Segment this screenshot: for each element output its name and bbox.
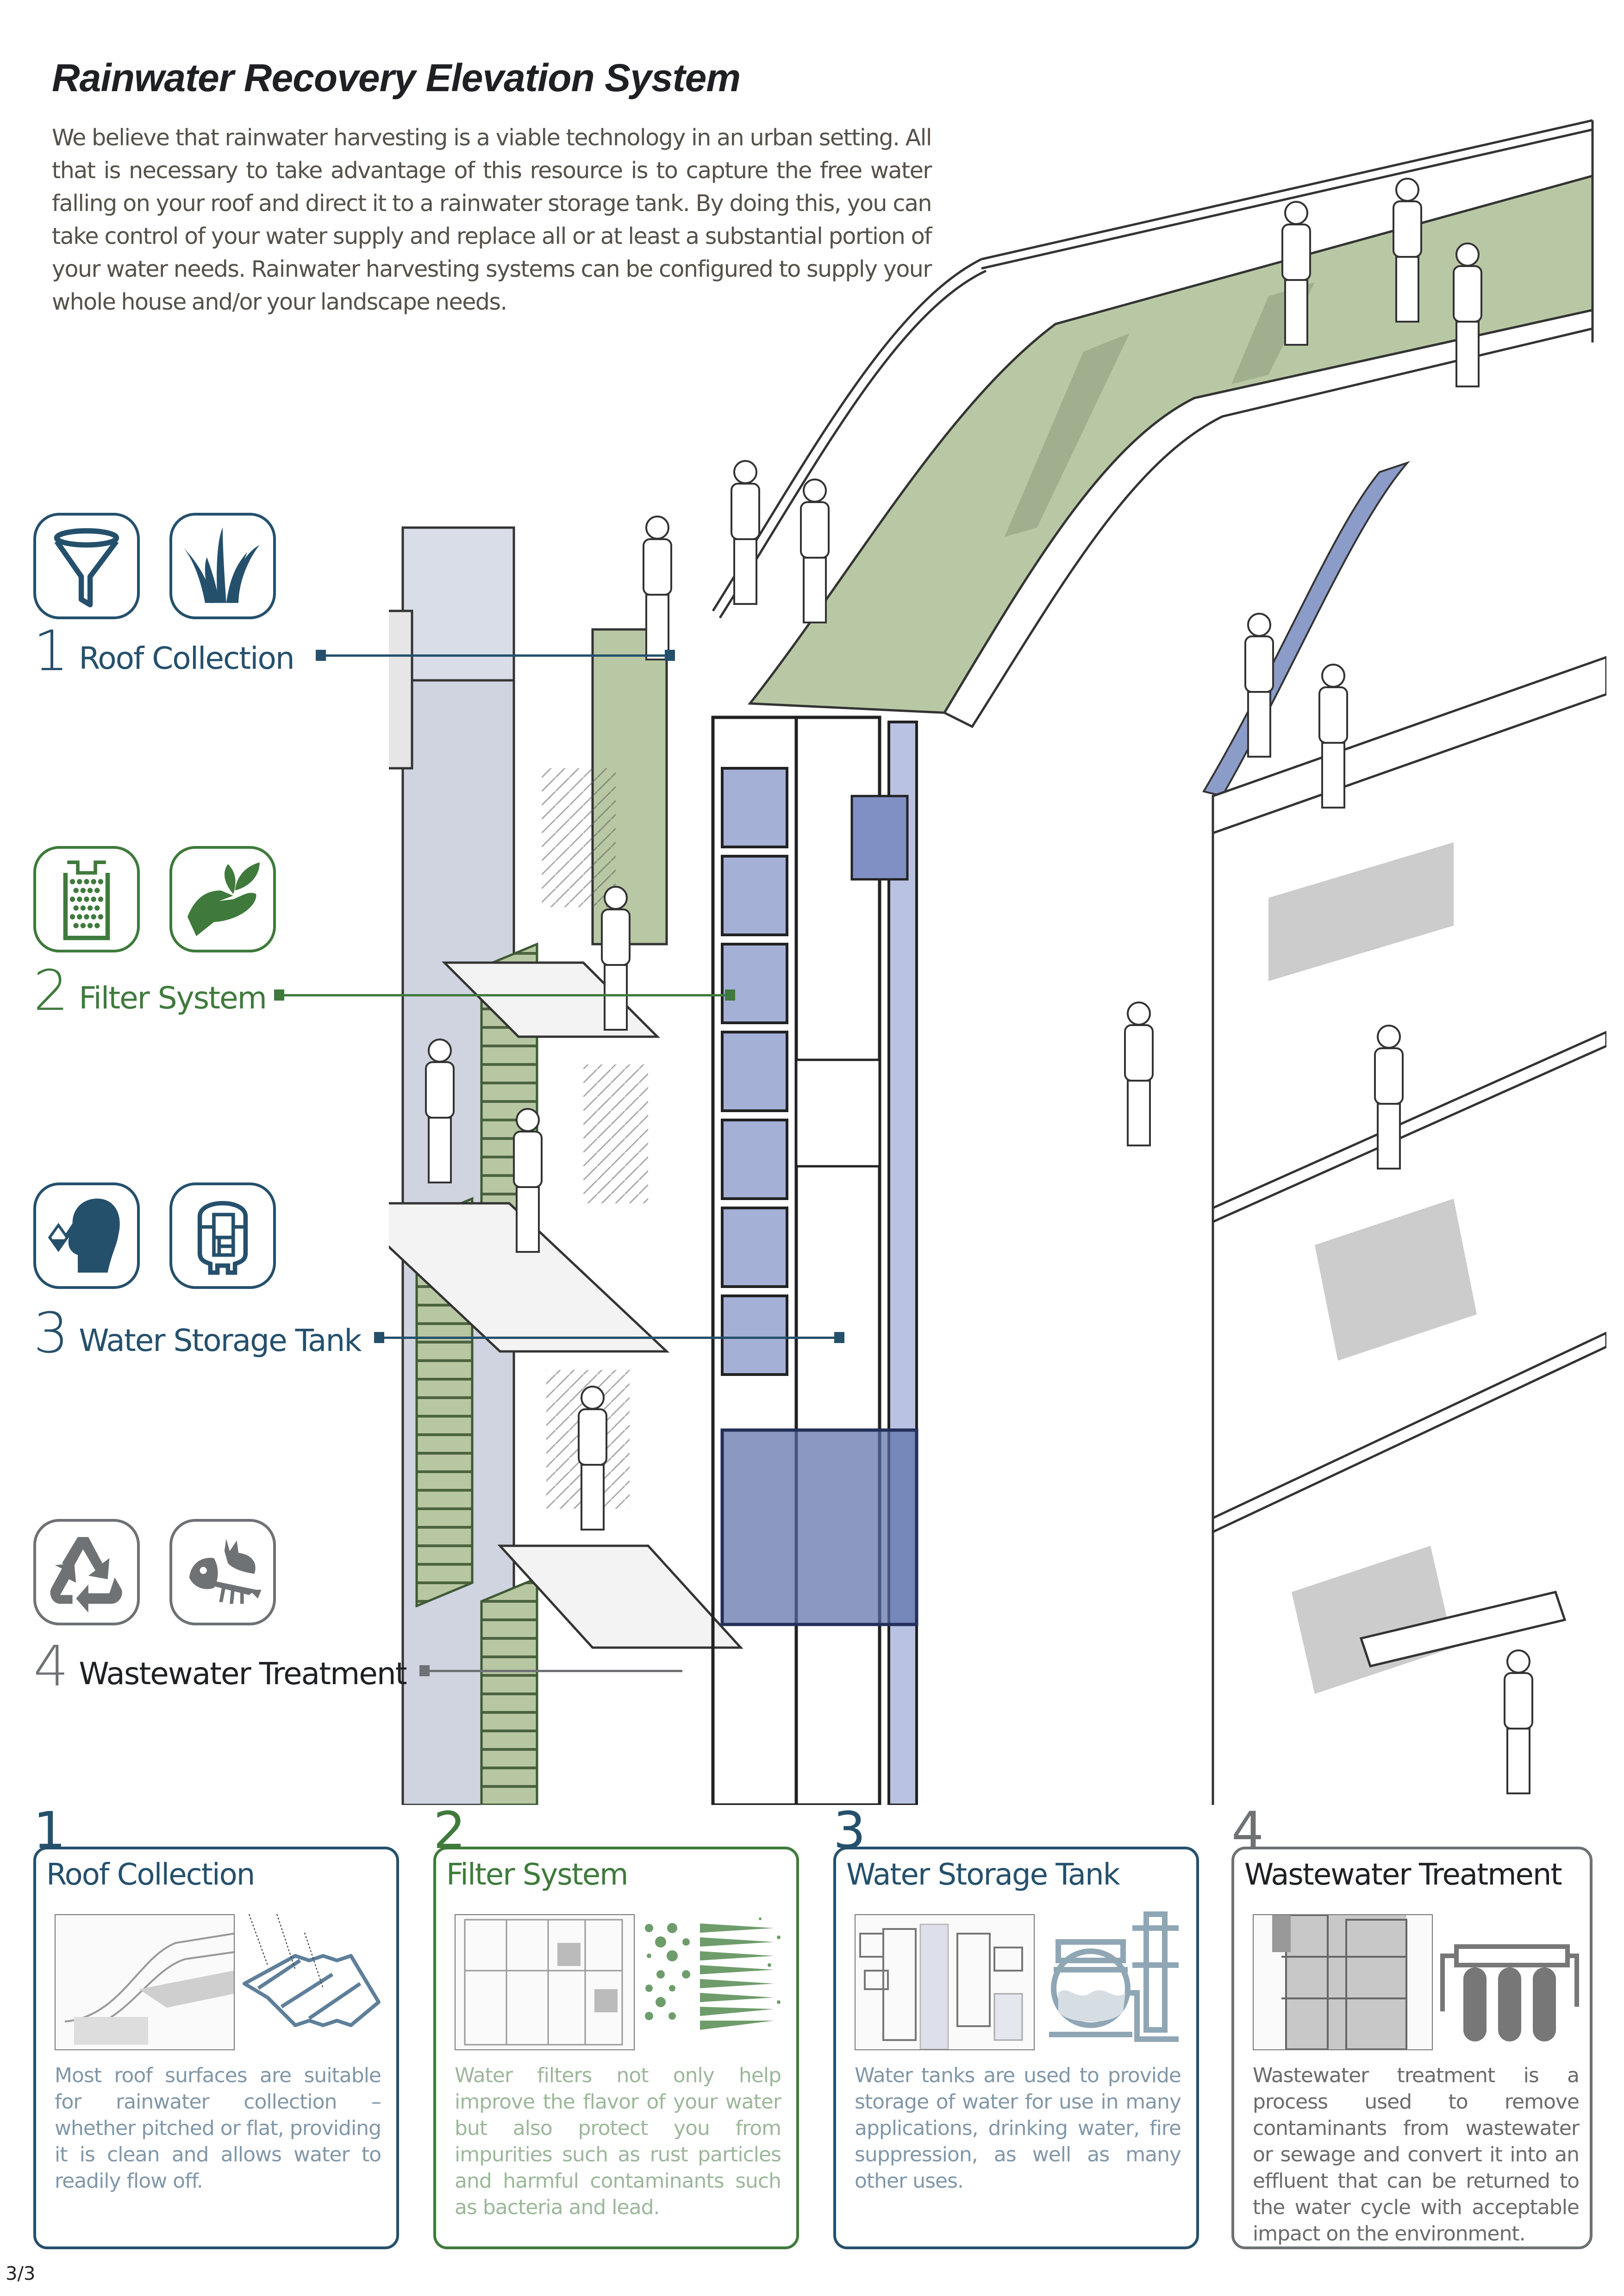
card-roof-collection: Roof Collection Most roof surfaces are s… <box>33 1847 399 2249</box>
recycle-icon-box <box>33 1519 140 1625</box>
leader-marker <box>274 989 284 1001</box>
legend-number: 4 <box>33 1635 69 1699</box>
legend-label: Roof Collection <box>79 641 294 676</box>
card-title: Wastewater Treatment <box>1244 1858 1562 1892</box>
hand-sprout-icon-box <box>169 846 276 952</box>
tank-detail-image <box>855 1914 1035 2050</box>
card-wastewater-treatment: Wastewater Treatment Wastewater treatmen… <box>1231 1847 1593 2249</box>
leader-line-tank <box>374 1332 844 1343</box>
leader-marker <box>374 1332 384 1343</box>
card-filter-system: Filter System Water filters not only hel… <box>433 1847 799 2249</box>
people-figures <box>425 178 1533 1794</box>
leader-marker <box>665 650 675 661</box>
page-number: 3/3 <box>6 2263 36 2284</box>
fish-skeleton-icon <box>189 1538 262 1604</box>
wastewater-tank-block <box>720 1428 918 1626</box>
drinking-head-icon <box>48 1198 120 1273</box>
legend-label: Water Storage Tank <box>79 1323 362 1358</box>
shaft-glass-panels <box>721 721 918 1805</box>
filter-cartridge-icon-box <box>33 846 140 952</box>
card-water-storage-tank: Water Storage Tank Water tanks are used … <box>833 1847 1199 2249</box>
card-description: Most roof surfaces are suitable for rain… <box>55 2064 381 2193</box>
funnel-icon-box <box>33 513 140 619</box>
leader-line-filter <box>274 989 735 1001</box>
legend-label: Filter System <box>79 980 267 1016</box>
card-description: Water filters not only help improve the … <box>455 2064 781 2219</box>
filter-box <box>850 795 909 881</box>
legend-label: Wastewater Treatment <box>79 1656 407 1692</box>
legend-number: 3 <box>33 1301 69 1366</box>
card-title: Filter System <box>446 1858 628 1892</box>
interior-floors <box>1212 656 1606 1805</box>
hand-sprout-icon <box>187 862 260 936</box>
card-description: Wastewater treatment is a process used t… <box>1253 2064 1580 2246</box>
leader-marker <box>419 1665 430 1676</box>
wastewater-detail-image <box>1253 1914 1433 2050</box>
filter-detail-image <box>455 1914 635 2050</box>
building-section-illustration <box>389 119 1606 1805</box>
drinking-head-icon-box <box>33 1182 140 1289</box>
legend-item-wastewater-treatment: 4 Wastewater Treatment <box>33 1635 407 1699</box>
legend-number: 2 <box>33 959 69 1023</box>
water-filter-tubes-icon <box>1440 1944 1579 2041</box>
card-title: Roof Collection <box>46 1858 255 1892</box>
dining-table <box>1359 1591 1567 1668</box>
storage-tank-icon <box>1049 1911 1179 2042</box>
funnel-icon <box>54 528 119 608</box>
recycle-icon <box>50 1537 122 1613</box>
legend-item-water-storage-tank: 3 Water Storage Tank <box>33 1301 362 1366</box>
leader-marker <box>316 650 326 661</box>
intro-paragraph: We believe that rainwater harvesting is … <box>52 124 932 315</box>
page-title: Rainwater Recovery Elevation System <box>52 56 741 100</box>
fish-skeleton-icon-box <box>169 1519 276 1625</box>
legend-item-filter-system: 2 Filter System <box>33 959 267 1023</box>
water-tank-icon-box <box>169 1182 276 1289</box>
roof-detail-image <box>55 1914 235 2050</box>
filter-cartridge-icon <box>63 860 110 940</box>
leader-marker <box>725 989 735 1001</box>
grass-icon-box <box>169 513 276 619</box>
leader-marker <box>834 1332 844 1343</box>
leader-line-wastewater <box>419 1665 682 1676</box>
legend-number: 1 <box>33 619 69 684</box>
card-description: Water tanks are used to provide storage … <box>855 2064 1181 2193</box>
leader-line-roof <box>316 650 675 661</box>
card-title: Water Storage Tank <box>846 1858 1120 1892</box>
legend-item-roof-collection: 1 Roof Collection <box>33 619 295 684</box>
tank-box <box>795 1058 881 1168</box>
corrugated-roof-icon <box>243 1914 381 2027</box>
water-tank-icon <box>197 1201 248 1275</box>
grass-icon <box>184 527 260 603</box>
filter-particles-icon <box>645 1917 781 2030</box>
